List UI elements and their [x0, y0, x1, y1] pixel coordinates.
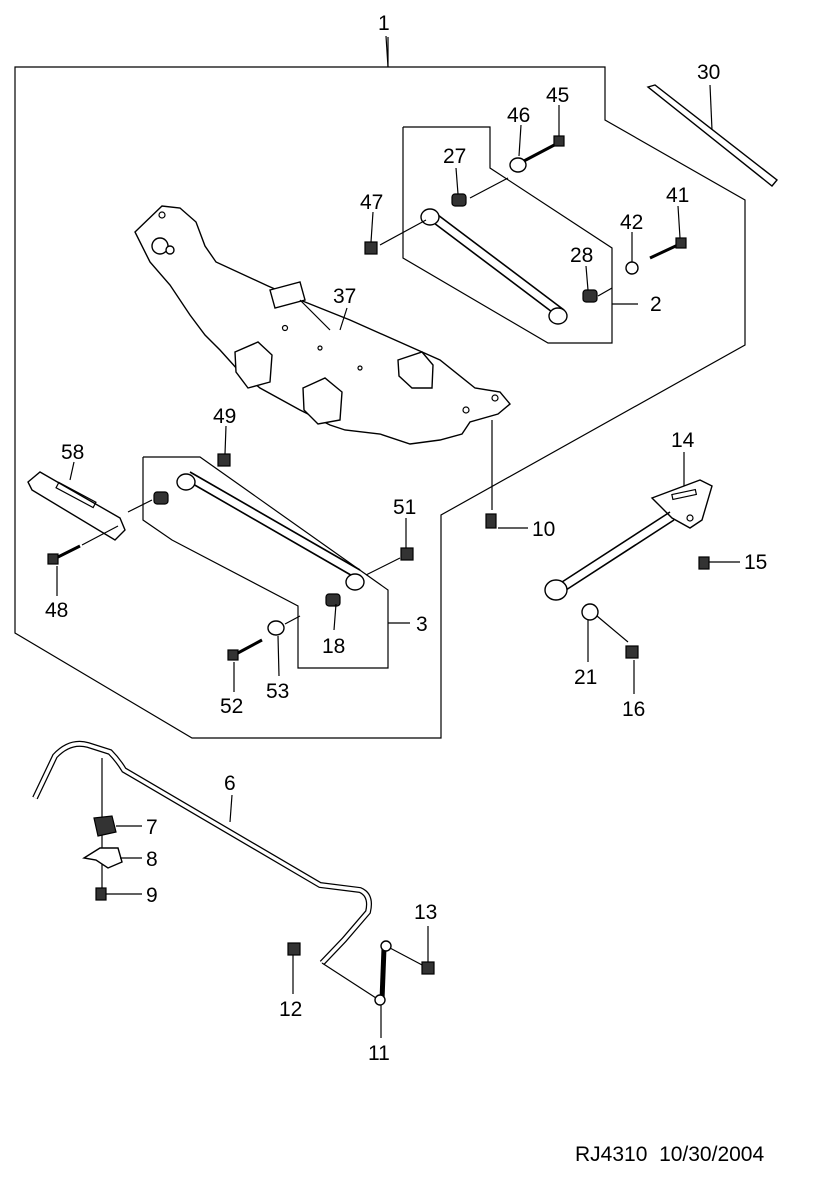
callout-37: 37 [333, 285, 356, 308]
bushing-7 [93, 815, 117, 837]
stabilizer-bar-6 [32, 740, 372, 966]
callout-47: 47 [360, 191, 383, 214]
drawing-code: RJ4310 [575, 1143, 648, 1166]
callout-58: 58 [61, 441, 84, 464]
nut-16 [625, 645, 639, 659]
washer-42 [625, 261, 639, 275]
bolt-48 [47, 525, 119, 565]
callout-15: 15 [744, 551, 767, 574]
callout-30: 30 [697, 61, 720, 84]
clamp-8 [82, 847, 123, 869]
drawing-reference: RJ4310 10/30/2004 [575, 1143, 764, 1167]
leader-lines [56, 35, 740, 994]
lateral-rod [544, 511, 675, 601]
drawing-date: 10/30/2004 [659, 1143, 765, 1166]
rail-30 [646, 84, 779, 187]
callout-14: 14 [671, 429, 695, 452]
callout-41: 41 [666, 184, 689, 207]
assembly-3-outline [142, 456, 389, 669]
callout-13: 13 [414, 901, 437, 924]
callout-11: 11 [368, 1042, 390, 1065]
bolt-45 [521, 135, 565, 164]
callout-10: 10 [532, 518, 555, 541]
callout-7: 7 [146, 816, 158, 839]
lower-link-arm-3 [127, 471, 401, 607]
washer-21 [581, 603, 599, 621]
upper-link-arm-2 [379, 177, 613, 325]
bolt-9 [95, 887, 107, 901]
bracket-14 [650, 479, 713, 529]
nut-49 [217, 453, 231, 467]
callout-28: 28 [570, 244, 593, 267]
nut-47 [364, 241, 378, 255]
callout-8: 8 [146, 848, 158, 871]
callout-46: 46 [507, 104, 530, 127]
callout-49: 49 [213, 405, 236, 428]
nut-13 [421, 961, 435, 975]
bracket-plate-58 [27, 471, 126, 541]
bolt-41 [649, 237, 687, 260]
callout-3: 3 [416, 613, 428, 636]
callout-52: 52 [220, 695, 243, 718]
callout-6: 6 [224, 772, 236, 795]
crossmember-37 [134, 205, 511, 445]
callout-1: 1 [378, 12, 390, 35]
callout-9: 9 [146, 884, 158, 907]
callout-16: 16 [622, 698, 645, 721]
callout-12: 12 [279, 998, 302, 1021]
callout-27: 27 [443, 145, 466, 168]
nut-12 [287, 942, 301, 956]
washer-53 [267, 620, 285, 636]
bolt-52 [227, 638, 263, 661]
nut-51 [400, 547, 414, 561]
callout-45: 45 [546, 84, 569, 107]
callout-48: 48 [45, 599, 68, 622]
bolt-10 [485, 420, 497, 529]
callout-2: 2 [650, 293, 662, 316]
callout-51: 51 [393, 496, 416, 519]
assembly-1-outline [14, 37, 746, 739]
link-11 [321, 940, 425, 1038]
callout-53: 53 [266, 680, 289, 703]
washer-46 [509, 157, 527, 173]
callout-42: 42 [620, 211, 643, 234]
assembly-2-outline [402, 126, 613, 344]
bolt-15 [698, 556, 710, 570]
callout-18: 18 [322, 635, 345, 658]
callout-21: 21 [574, 666, 597, 689]
